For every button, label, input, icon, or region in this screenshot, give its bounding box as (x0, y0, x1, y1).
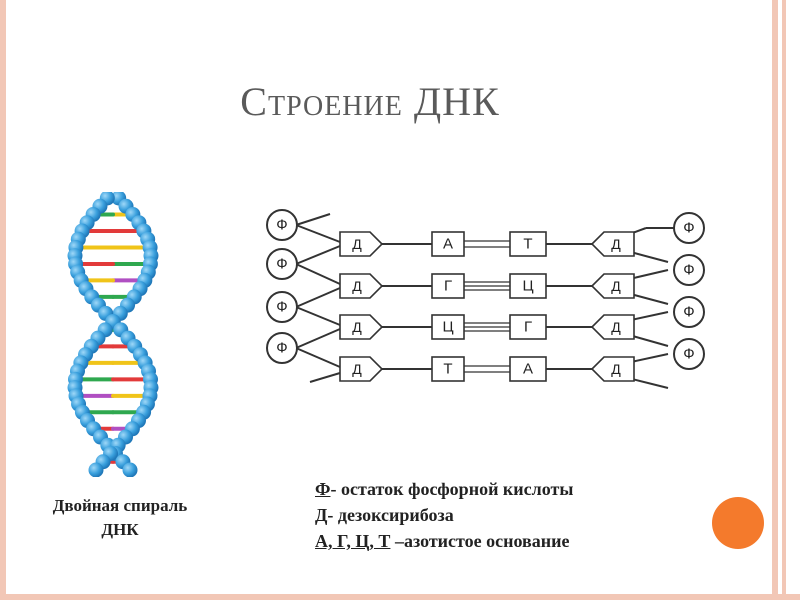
slide-frame-right (772, 0, 778, 600)
phosphate-node: Ф (267, 249, 297, 279)
slide-title: Строение ДНК (0, 78, 740, 125)
base-right: Ц (510, 274, 546, 298)
legend-term: Д (315, 505, 327, 525)
phosphate-node: Ф (674, 213, 704, 243)
accent-circle (712, 497, 764, 549)
phosphate-node: Ф (267, 333, 297, 363)
base-label: Ц (442, 319, 453, 336)
phosphate-node: Ф (674, 255, 704, 285)
phosphate-label: Ф (683, 262, 694, 279)
sugar-label: Д (611, 236, 621, 252)
base-label: Ц (522, 278, 533, 295)
base-label: Т (443, 361, 452, 378)
sugar-label: Д (352, 361, 362, 377)
legend-text: - остаток фосфорной кислоты (330, 479, 573, 499)
base-label: Г (524, 319, 532, 336)
base-right: Г (510, 315, 546, 339)
backbone-bead (123, 463, 138, 478)
base-right: А (510, 357, 546, 381)
legend-item-phosphate: Ф- остаток фосфорной кислоты (315, 476, 573, 502)
legend-item-bases: А, Г, Ц, Т –азотистое основание (315, 528, 573, 554)
phosphate-label: Ф (276, 256, 287, 273)
sugar-node-right: Д (592, 232, 634, 256)
sugar-node-left: Д (340, 315, 382, 339)
legend-text: - дезоксирибоза (327, 505, 453, 525)
sugar-node-right: Д (592, 274, 634, 298)
sugar-node-left: Д (340, 274, 382, 298)
base-left: Т (432, 357, 464, 381)
sugar-label: Д (352, 278, 362, 294)
base-right: Т (510, 232, 546, 256)
base-label: Г (444, 278, 452, 295)
dna-structure-scheme: Ф Ф Ф Ф Ф Ф Ф Ф Д Д А Т Д Д Г Ц Д Д Ц Г Д Д Т А (252, 200, 722, 410)
phosphate-node: Ф (674, 297, 704, 327)
legend-term: Ф (315, 479, 330, 499)
base-label: А (523, 361, 533, 378)
phosphate-label: Ф (276, 217, 287, 234)
phosphate-label: Ф (276, 299, 287, 316)
phosphate-node: Ф (674, 339, 704, 369)
sugar-label: Д (611, 319, 621, 335)
helix-caption-line2: ДНК (30, 518, 210, 542)
sugar-label: Д (352, 236, 362, 252)
base-left: Ц (432, 315, 464, 339)
sugar-node-left: Д (340, 232, 382, 256)
legend-term: А, Г, Ц, Т (315, 531, 390, 551)
backbone-bead (88, 463, 103, 478)
dna-helix-image (55, 192, 175, 477)
helix-caption-line1: Двойная спираль (30, 494, 210, 518)
sugar-node-left: Д (340, 357, 382, 381)
sugar-label: Д (611, 361, 621, 377)
sugar-label: Д (352, 319, 362, 335)
helix-caption: Двойная спираль ДНК (30, 494, 210, 542)
legend-text: –азотистое основание (390, 531, 569, 551)
legend: Ф- остаток фосфорной кислоты Д- дезоксир… (315, 476, 573, 554)
phosphate-label: Ф (683, 304, 694, 321)
base-left: Г (432, 274, 464, 298)
slide-frame-right-inner (782, 0, 786, 600)
phosphate-label: Ф (683, 346, 694, 363)
slide-frame-bottom (0, 594, 800, 600)
phosphate-label: Ф (683, 220, 694, 237)
sugar-node-right: Д (592, 357, 634, 381)
base-left: А (432, 232, 464, 256)
sugar-label: Д (611, 278, 621, 294)
base-label: Т (523, 236, 532, 253)
phosphate-node: Ф (267, 292, 297, 322)
phosphate-node: Ф (267, 210, 297, 240)
legend-item-sugar: Д- дезоксирибоза (315, 502, 573, 528)
sugar-node-right: Д (592, 315, 634, 339)
base-label: А (443, 236, 453, 253)
phosphate-label: Ф (276, 340, 287, 357)
